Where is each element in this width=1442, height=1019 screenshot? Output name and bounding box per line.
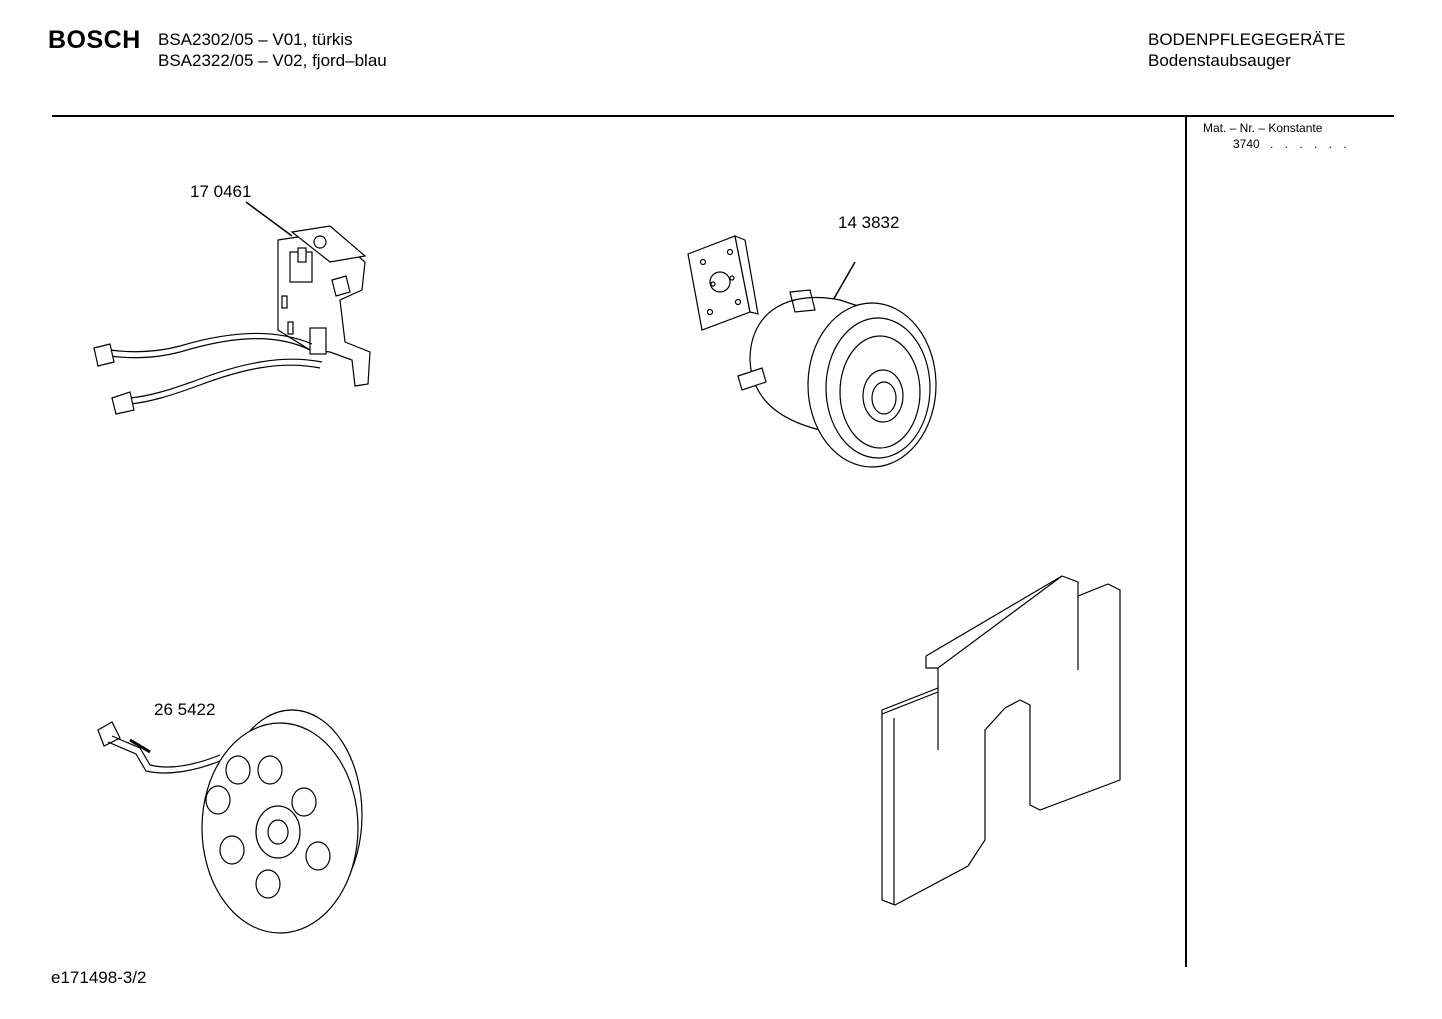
part-number-cable-reel: 26 5422	[154, 700, 216, 719]
sidebar-divider	[1185, 116, 1187, 967]
placeholder-block-graphic	[881, 575, 1121, 906]
category-title: BODENPFLEGEGERÄTE	[1148, 30, 1346, 49]
subcategory-title: Bodenstaubsauger	[1148, 51, 1291, 70]
material-dots: . . . . . .	[1270, 137, 1351, 151]
cable-reel-icon	[97, 709, 363, 934]
switch-bracket-with-wires-icon	[93, 201, 371, 415]
material-label: Mat. – Nr. – Konstante	[1203, 121, 1323, 135]
brand-logo: BOSCH	[48, 26, 141, 54]
header-divider	[52, 115, 1394, 117]
model-line-2: BSA2322/05 – V02, fjord–blau	[158, 51, 387, 70]
motor-with-mount-icon	[687, 235, 937, 468]
material-value: 3740	[1233, 137, 1260, 151]
part-number-switch: 17 0461	[190, 182, 252, 201]
part-number-motor: 14 3832	[838, 213, 900, 232]
model-line-1: BSA2302/05 – V01, türkis	[158, 30, 353, 49]
document-id: e171498-3/2	[51, 968, 147, 987]
